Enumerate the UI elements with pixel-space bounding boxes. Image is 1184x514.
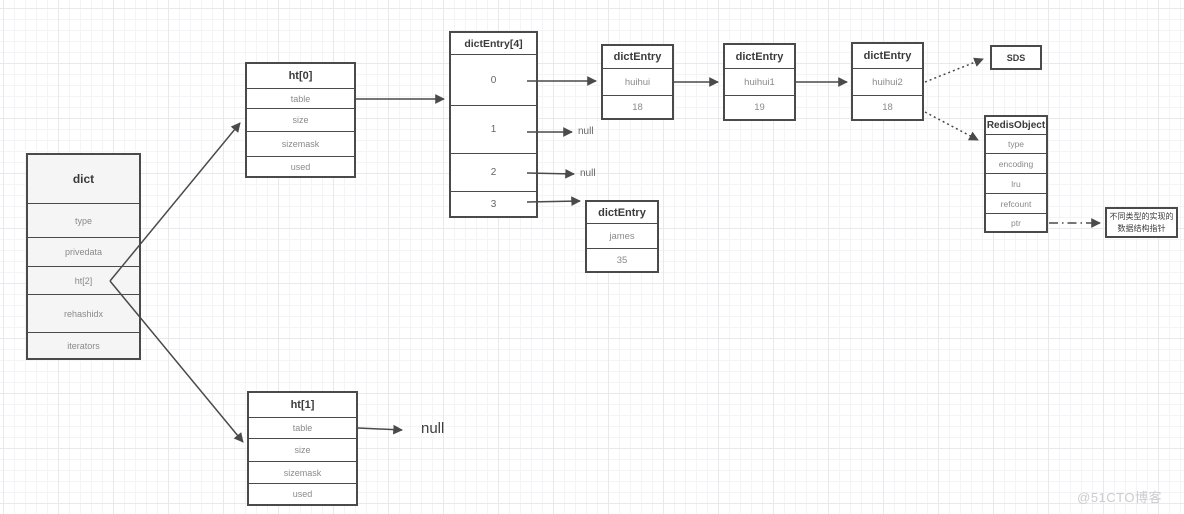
dict-entry-huihui-value: 18: [603, 95, 672, 118]
bucket-slot-1: 1: [451, 105, 536, 153]
dict-box: dict type privedata ht[2] rehashidx iter…: [26, 153, 141, 360]
null-label-ht1: null: [421, 420, 445, 437]
dict-entry-james-value: 35: [587, 248, 657, 271]
bucket-slot-2: 2: [451, 153, 536, 191]
ht0-row-size: size: [247, 108, 354, 131]
ht0-row-sizemask: sizemask: [247, 131, 354, 156]
ht0-title: ht[0]: [288, 70, 313, 82]
ht1-row-table: table: [249, 417, 356, 438]
edge-huihui2-to-redis-object: [924, 111, 979, 141]
redis-object-row-encoding: encoding: [986, 153, 1046, 173]
redis-object-box: RedisObject type encoding lru refcount p…: [984, 115, 1048, 233]
ht0-box: ht[0] table size sizemask used: [245, 62, 356, 178]
dict-row-ht2: ht[2]: [28, 266, 139, 294]
dict-entry-huihui-key: huihui: [603, 68, 672, 95]
dict-title: dict: [72, 172, 95, 186]
dict-entry-james-key: james: [587, 223, 657, 248]
redis-object-title: RedisObject: [986, 120, 1046, 131]
dict-entry-huihui2-box: dictEntry huihui2 18: [851, 42, 924, 121]
edge-huihui2-to-sds: [924, 57, 984, 83]
dict-entry-huihui2-title: dictEntry: [863, 50, 912, 62]
dict-entry-huihui-title: dictEntry: [613, 51, 662, 63]
bucket-slot-0: 0: [451, 54, 536, 105]
dict-entry-huihui2-value: 18: [853, 95, 922, 119]
dict-row-iterators: iterators: [28, 332, 139, 358]
dict-row-rehashidx: rehashidx: [28, 294, 139, 332]
sds-title: SDS: [1006, 52, 1026, 63]
dict-entry-james-box: dictEntry james 35: [585, 200, 659, 273]
dict-entry-huihui2-key: huihui2: [853, 68, 922, 95]
dict-entry-huihui1-title: dictEntry: [735, 50, 784, 63]
redis-object-row-type: type: [986, 134, 1046, 153]
ht1-box: ht[1] table size sizemask used: [247, 391, 358, 506]
dict-entry-huihui-box: dictEntry huihui 18: [601, 44, 674, 120]
dict-row-privedata: privedata: [28, 237, 139, 266]
ht1-row-size: size: [249, 438, 356, 461]
ht0-row-table: table: [247, 88, 354, 108]
sds-box: SDS: [990, 45, 1042, 70]
null-label-slot1: null: [578, 126, 594, 137]
dict-entry-huihui1-key: huihui1: [725, 68, 794, 95]
note-box: 不同类型的实现的数据结构指针: [1105, 207, 1178, 238]
dict-entry-array-title: dictEntry[4]: [464, 37, 523, 50]
watermark: @51CTO博客: [1077, 490, 1162, 505]
ht1-row-used: used: [249, 483, 356, 504]
dict-entry-james-title: dictEntry: [598, 206, 646, 219]
null-label-slot2: null: [580, 168, 596, 179]
ht0-row-used: used: [247, 156, 354, 176]
dict-entry-array-box: dictEntry[4] 0 1 2 3: [449, 31, 538, 218]
dict-row-type: type: [28, 203, 139, 237]
dict-entry-huihui1-box: dictEntry huihui1 19: [723, 43, 796, 121]
bucket-slot-3: 3: [451, 191, 536, 216]
redis-object-row-lru: lru: [986, 173, 1046, 193]
edge-ht1-table-to-null: [357, 424, 403, 435]
dict-entry-huihui1-value: 19: [725, 95, 794, 119]
ht1-row-sizemask: sizemask: [249, 461, 356, 483]
redis-object-row-ptr: ptr: [986, 213, 1046, 231]
note-text: 不同类型的实现的数据结构指针: [1109, 211, 1174, 233]
ht1-title: ht[1]: [290, 399, 315, 411]
redis-object-row-refcount: refcount: [986, 193, 1046, 213]
